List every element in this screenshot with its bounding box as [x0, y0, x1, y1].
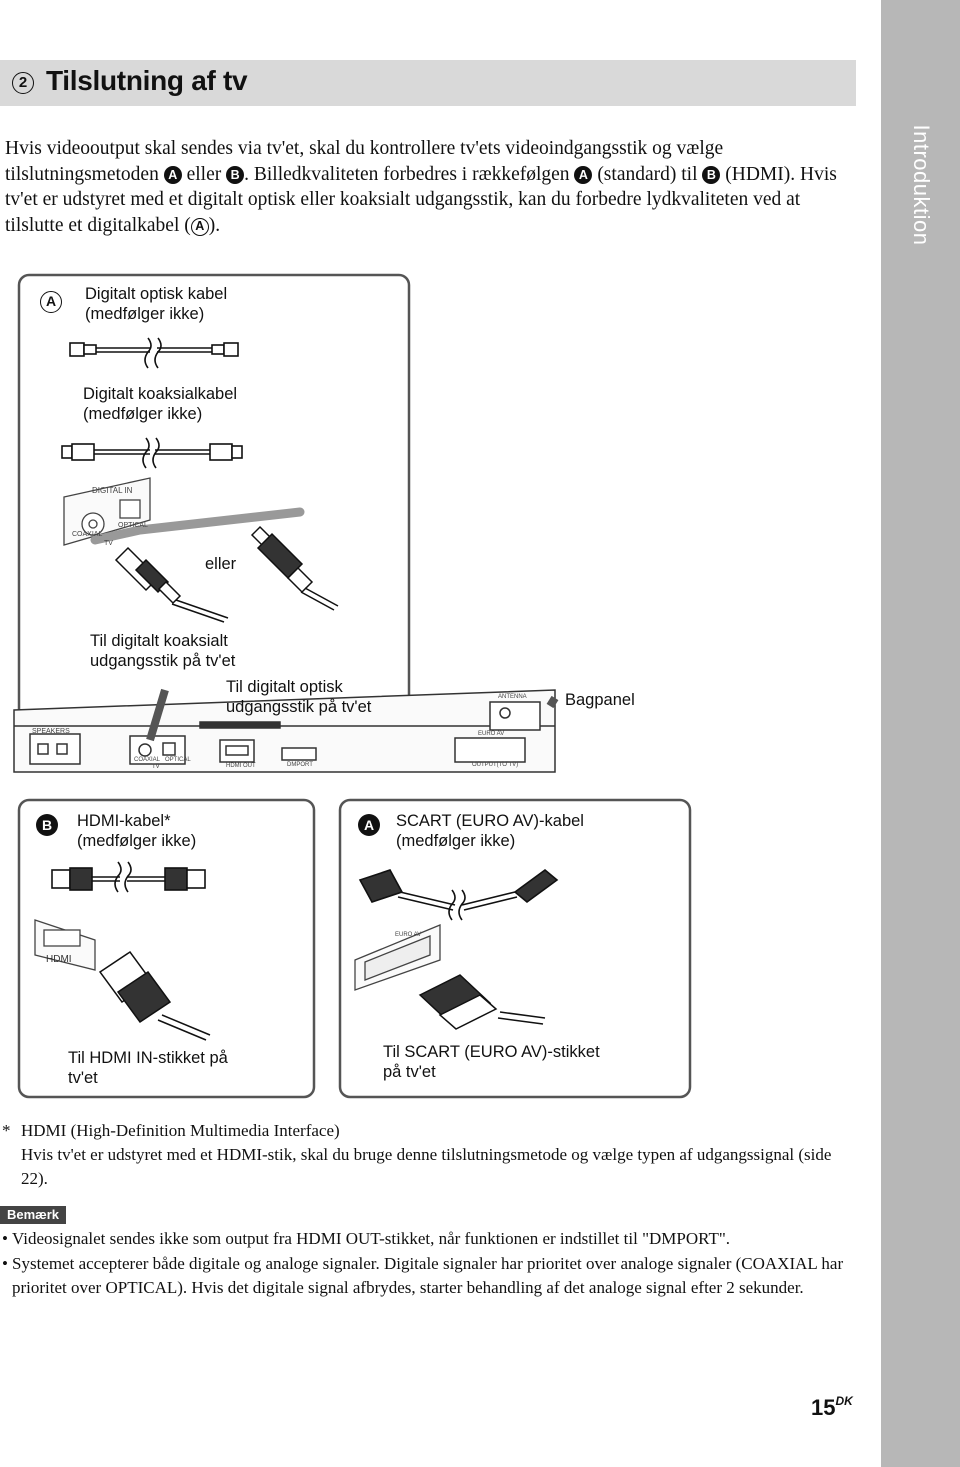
coaxial-cable-label: Digitalt koaksialkabel	[83, 385, 238, 403]
tv-hdmi-port-label: HDMI	[46, 954, 72, 965]
marker-a-outline: A	[190, 217, 209, 236]
rear-tv-label: TV	[152, 764, 160, 770]
page-number-value: 15	[811, 1395, 836, 1420]
intro-text-5: Hvis tv'et er udstyret med et digitalt o…	[5, 163, 837, 236]
sidebar-band	[881, 0, 960, 1467]
scart-destination-note: på tv'et	[383, 1063, 436, 1081]
coaxial-destination-note: udgangsstik på tv'et	[90, 652, 236, 670]
marker-a: A	[163, 165, 182, 184]
tv-scart-port-label: EURO AV	[395, 932, 422, 938]
intro-text-1: Hvis videooutput skal sendes via tv'et, …	[5, 138, 724, 185]
pointer-line	[546, 695, 559, 709]
intro-paragraph: Hvis videooutput skal sendes via tv'et, …	[5, 136, 855, 238]
coaxial-cable-note: (medfølger ikke)	[83, 405, 203, 423]
rear-speakers-label: SPEAKERS	[32, 728, 70, 735]
optical-cable-label: Digitalt optisk kabel	[85, 285, 228, 303]
rear-optical-label: OPTICAL	[165, 757, 191, 763]
footnote-body: Hvis tv'et er udstyret med et HDMI-stik,…	[21, 1145, 832, 1188]
rear-hdmi-out-label: HDMI OUT	[226, 763, 256, 769]
or-label: eller	[205, 555, 237, 573]
badge-b-hdmi: B	[36, 814, 58, 836]
optical-destination-label: Til digitalt optisk	[226, 678, 343, 696]
rear-panel-label: Bagpanel	[565, 691, 635, 709]
note-bullet-text: Systemet accepterer både digitale og ana…	[12, 1254, 844, 1297]
scart-plug-illustration	[418, 974, 546, 1030]
pointer-line	[146, 688, 169, 742]
coaxial-destination-label: Til digitalt koaksialt	[90, 632, 228, 650]
footnote-title: HDMI (High-Definition Multimedia Interfa…	[21, 1121, 340, 1140]
section-header: 2 Tilslutning af tv	[0, 60, 856, 106]
page-number: 15DK	[811, 1394, 853, 1421]
footnote-marker: *	[2, 1121, 11, 1140]
rear-coaxial-label: COAXIAL	[134, 757, 161, 763]
hdmi-cable-illustration	[51, 861, 206, 893]
intro-text-6: ).	[208, 214, 221, 236]
marker-b: B	[702, 165, 721, 184]
scart-destination-label: Til SCART (EURO AV)-stikket	[383, 1043, 600, 1061]
optical-plug-illustration	[250, 525, 339, 611]
rear-antenna-label: ANTENNA	[498, 694, 527, 700]
marker-a: A	[574, 165, 593, 184]
optical-destination-note: udgangsstik på tv'et	[226, 698, 372, 716]
badge-a-audio: A	[40, 291, 62, 313]
intro-or: eller	[186, 163, 222, 185]
intro-text-2: . Billedkvaliteten forbedres i rækkefølg…	[244, 163, 570, 185]
hdmi-plug-illustration	[98, 950, 211, 1041]
intro-text-4: (HDMI).	[725, 163, 796, 185]
section-number: 2	[12, 72, 34, 94]
page-number-suffix: DK	[835, 1394, 853, 1408]
note-tag: Bemærk	[0, 1206, 67, 1224]
note-list: •Videosignalet sendes ikke som output fr…	[0, 1227, 860, 1301]
port-tv-label: TV	[104, 540, 113, 547]
list-item: •Systemet accepterer både digitale og an…	[2, 1254, 844, 1297]
hdmi-cable-label: HDMI-kabel*	[77, 812, 171, 830]
scart-cable-label: SCART (EURO AV)-kabel	[396, 812, 584, 830]
intro-text-3: (standard) til	[597, 163, 698, 185]
coaxial-cable-illustration	[61, 437, 243, 469]
optical-cable-note: (medfølger ikke)	[85, 305, 205, 323]
sidebar-section-label: Introduktion	[881, 120, 960, 250]
section-title: Tilslutning af tv	[46, 65, 248, 96]
scart-cable-illustration	[358, 868, 559, 921]
optical-cable-illustration	[69, 337, 239, 369]
port-digital-in-label: DIGITAL IN	[92, 486, 133, 495]
sidebar-section-text: Introduktion	[908, 124, 934, 246]
port-optical-label: OPTICAL	[118, 522, 148, 529]
scart-cable-note: (medfølger ikke)	[396, 832, 516, 850]
hdmi-destination-note: tv'et	[68, 1069, 98, 1087]
rear-output-label: OUTPUT(TO TV)	[472, 762, 519, 768]
port-coaxial-label: COAXIAL	[72, 531, 103, 538]
rear-dmport-label: DMPORT	[287, 762, 313, 768]
marker-b: B	[226, 165, 245, 184]
hdmi-destination-label: Til HDMI IN-stikket på	[68, 1049, 228, 1067]
hdmi-cable-note: (medfølger ikke)	[77, 832, 197, 850]
rear-euro-av-label: EURO AV	[478, 731, 505, 737]
list-item: •Videosignalet sendes ikke som output fr…	[2, 1229, 731, 1248]
badge-a-scart: A	[358, 814, 380, 836]
note-bullet-text: Videosignalet sendes ikke som output fra…	[12, 1229, 731, 1248]
